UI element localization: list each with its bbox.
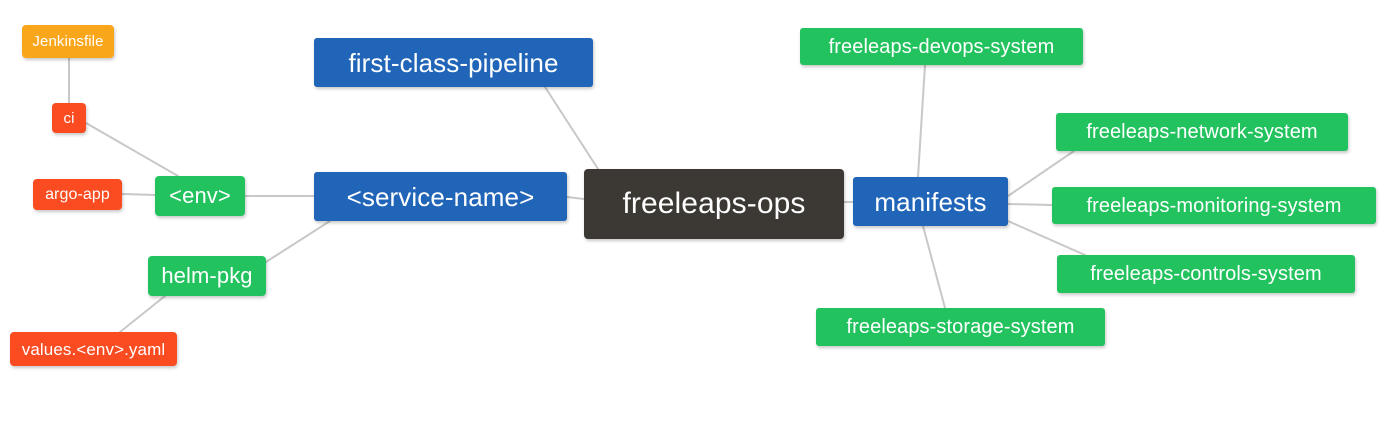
node-freeleaps-controls-system[interactable]: freeleaps-controls-system bbox=[1057, 255, 1355, 293]
edge-service-name-to-helm-pkg bbox=[265, 220, 331, 263]
edge-env-to-ci bbox=[85, 122, 179, 177]
edge-manifests-to-freeleaps-storage-system bbox=[922, 225, 946, 309]
node-ci[interactable]: ci bbox=[52, 103, 86, 133]
node-first-class-pipeline[interactable]: first-class-pipeline bbox=[314, 38, 593, 87]
edge-freeleaps-ops-to-first-class-pipeline bbox=[544, 86, 601, 173]
node-values-env-yaml[interactable]: values.<env>.yaml bbox=[10, 332, 177, 366]
edge-manifests-to-freeleaps-monitoring-system bbox=[1007, 203, 1053, 206]
node-freeleaps-storage-system[interactable]: freeleaps-storage-system bbox=[816, 308, 1105, 346]
edge-helm-pkg-to-values-env-yaml bbox=[119, 295, 166, 333]
node-argo-app[interactable]: argo-app bbox=[33, 179, 122, 210]
node-env[interactable]: <env> bbox=[155, 176, 245, 216]
edge-manifests-to-freeleaps-devops-system bbox=[917, 64, 926, 178]
edge-env-to-argo-app bbox=[121, 193, 156, 196]
node-freeleaps-network-system[interactable]: freeleaps-network-system bbox=[1056, 113, 1348, 151]
node-freeleaps-monitoring-system[interactable]: freeleaps-monitoring-system bbox=[1052, 187, 1376, 224]
edge-freeleaps-ops-to-service-name bbox=[566, 196, 585, 200]
node-manifests[interactable]: manifests bbox=[853, 177, 1008, 226]
node-helm-pkg[interactable]: helm-pkg bbox=[148, 256, 266, 296]
node-freeleaps-devops-system[interactable]: freeleaps-devops-system bbox=[800, 28, 1083, 65]
node-jenkinsfile[interactable]: Jenkinsfile bbox=[22, 25, 114, 58]
node-service-name[interactable]: <service-name> bbox=[314, 172, 567, 221]
edge-manifests-to-freeleaps-controls-system bbox=[1007, 220, 1086, 256]
node-freeleaps-ops[interactable]: freeleaps-ops bbox=[584, 169, 844, 239]
